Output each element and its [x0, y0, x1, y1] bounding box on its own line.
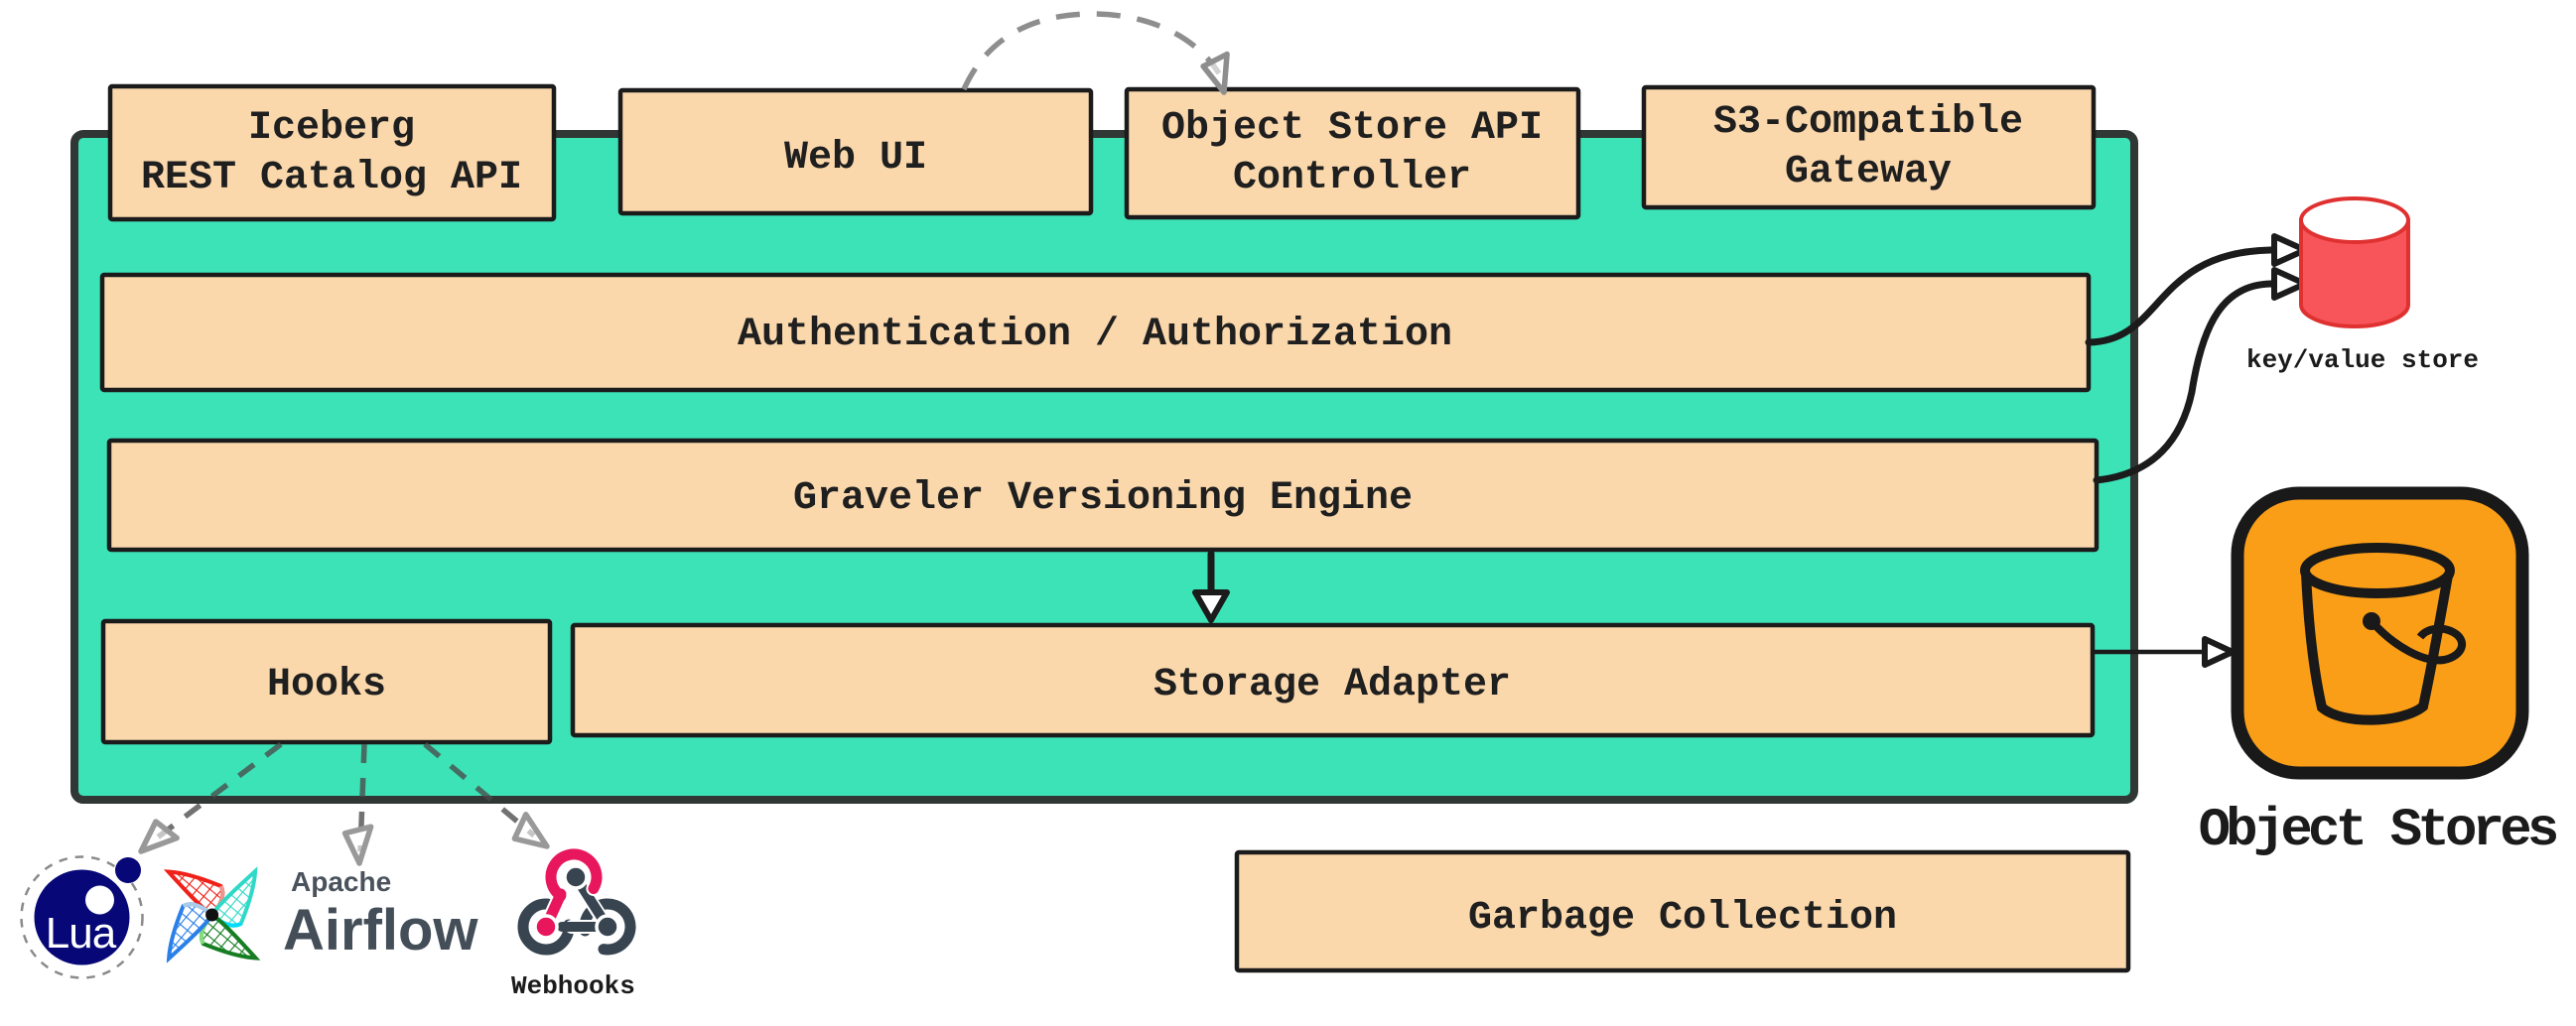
- svg-text:Object Store API: Object Store API: [1161, 106, 1543, 151]
- svg-text:Authentication / Authorization: Authentication / Authorization: [738, 313, 1452, 357]
- svg-text:Storage Adapter: Storage Adapter: [1153, 663, 1511, 707]
- svg-text:Object Stores: Object Stores: [2199, 801, 2557, 861]
- svg-text:REST Catalog API: REST Catalog API: [141, 156, 522, 200]
- svg-text:Apache: Apache: [291, 866, 391, 897]
- svg-text:Web UI: Web UI: [784, 136, 927, 181]
- svg-text:S3-Compatible: S3-Compatible: [1713, 100, 2023, 145]
- svg-text:Iceberg: Iceberg: [248, 106, 415, 151]
- svg-text:Lua: Lua: [46, 909, 117, 958]
- svg-text:Webhooks: Webhooks: [511, 971, 635, 1001]
- svg-text:Airflow: Airflow: [283, 898, 478, 962]
- svg-text:Garbage Collection: Garbage Collection: [1468, 896, 1897, 941]
- svg-text:Graveler Versioning Engine: Graveler Versioning Engine: [793, 476, 1413, 521]
- svg-text:key/value store: key/value store: [2246, 345, 2479, 375]
- svg-text:Hooks: Hooks: [267, 663, 386, 707]
- svg-text:Controller: Controller: [1233, 156, 1471, 200]
- svg-text:Gateway: Gateway: [1785, 150, 1952, 194]
